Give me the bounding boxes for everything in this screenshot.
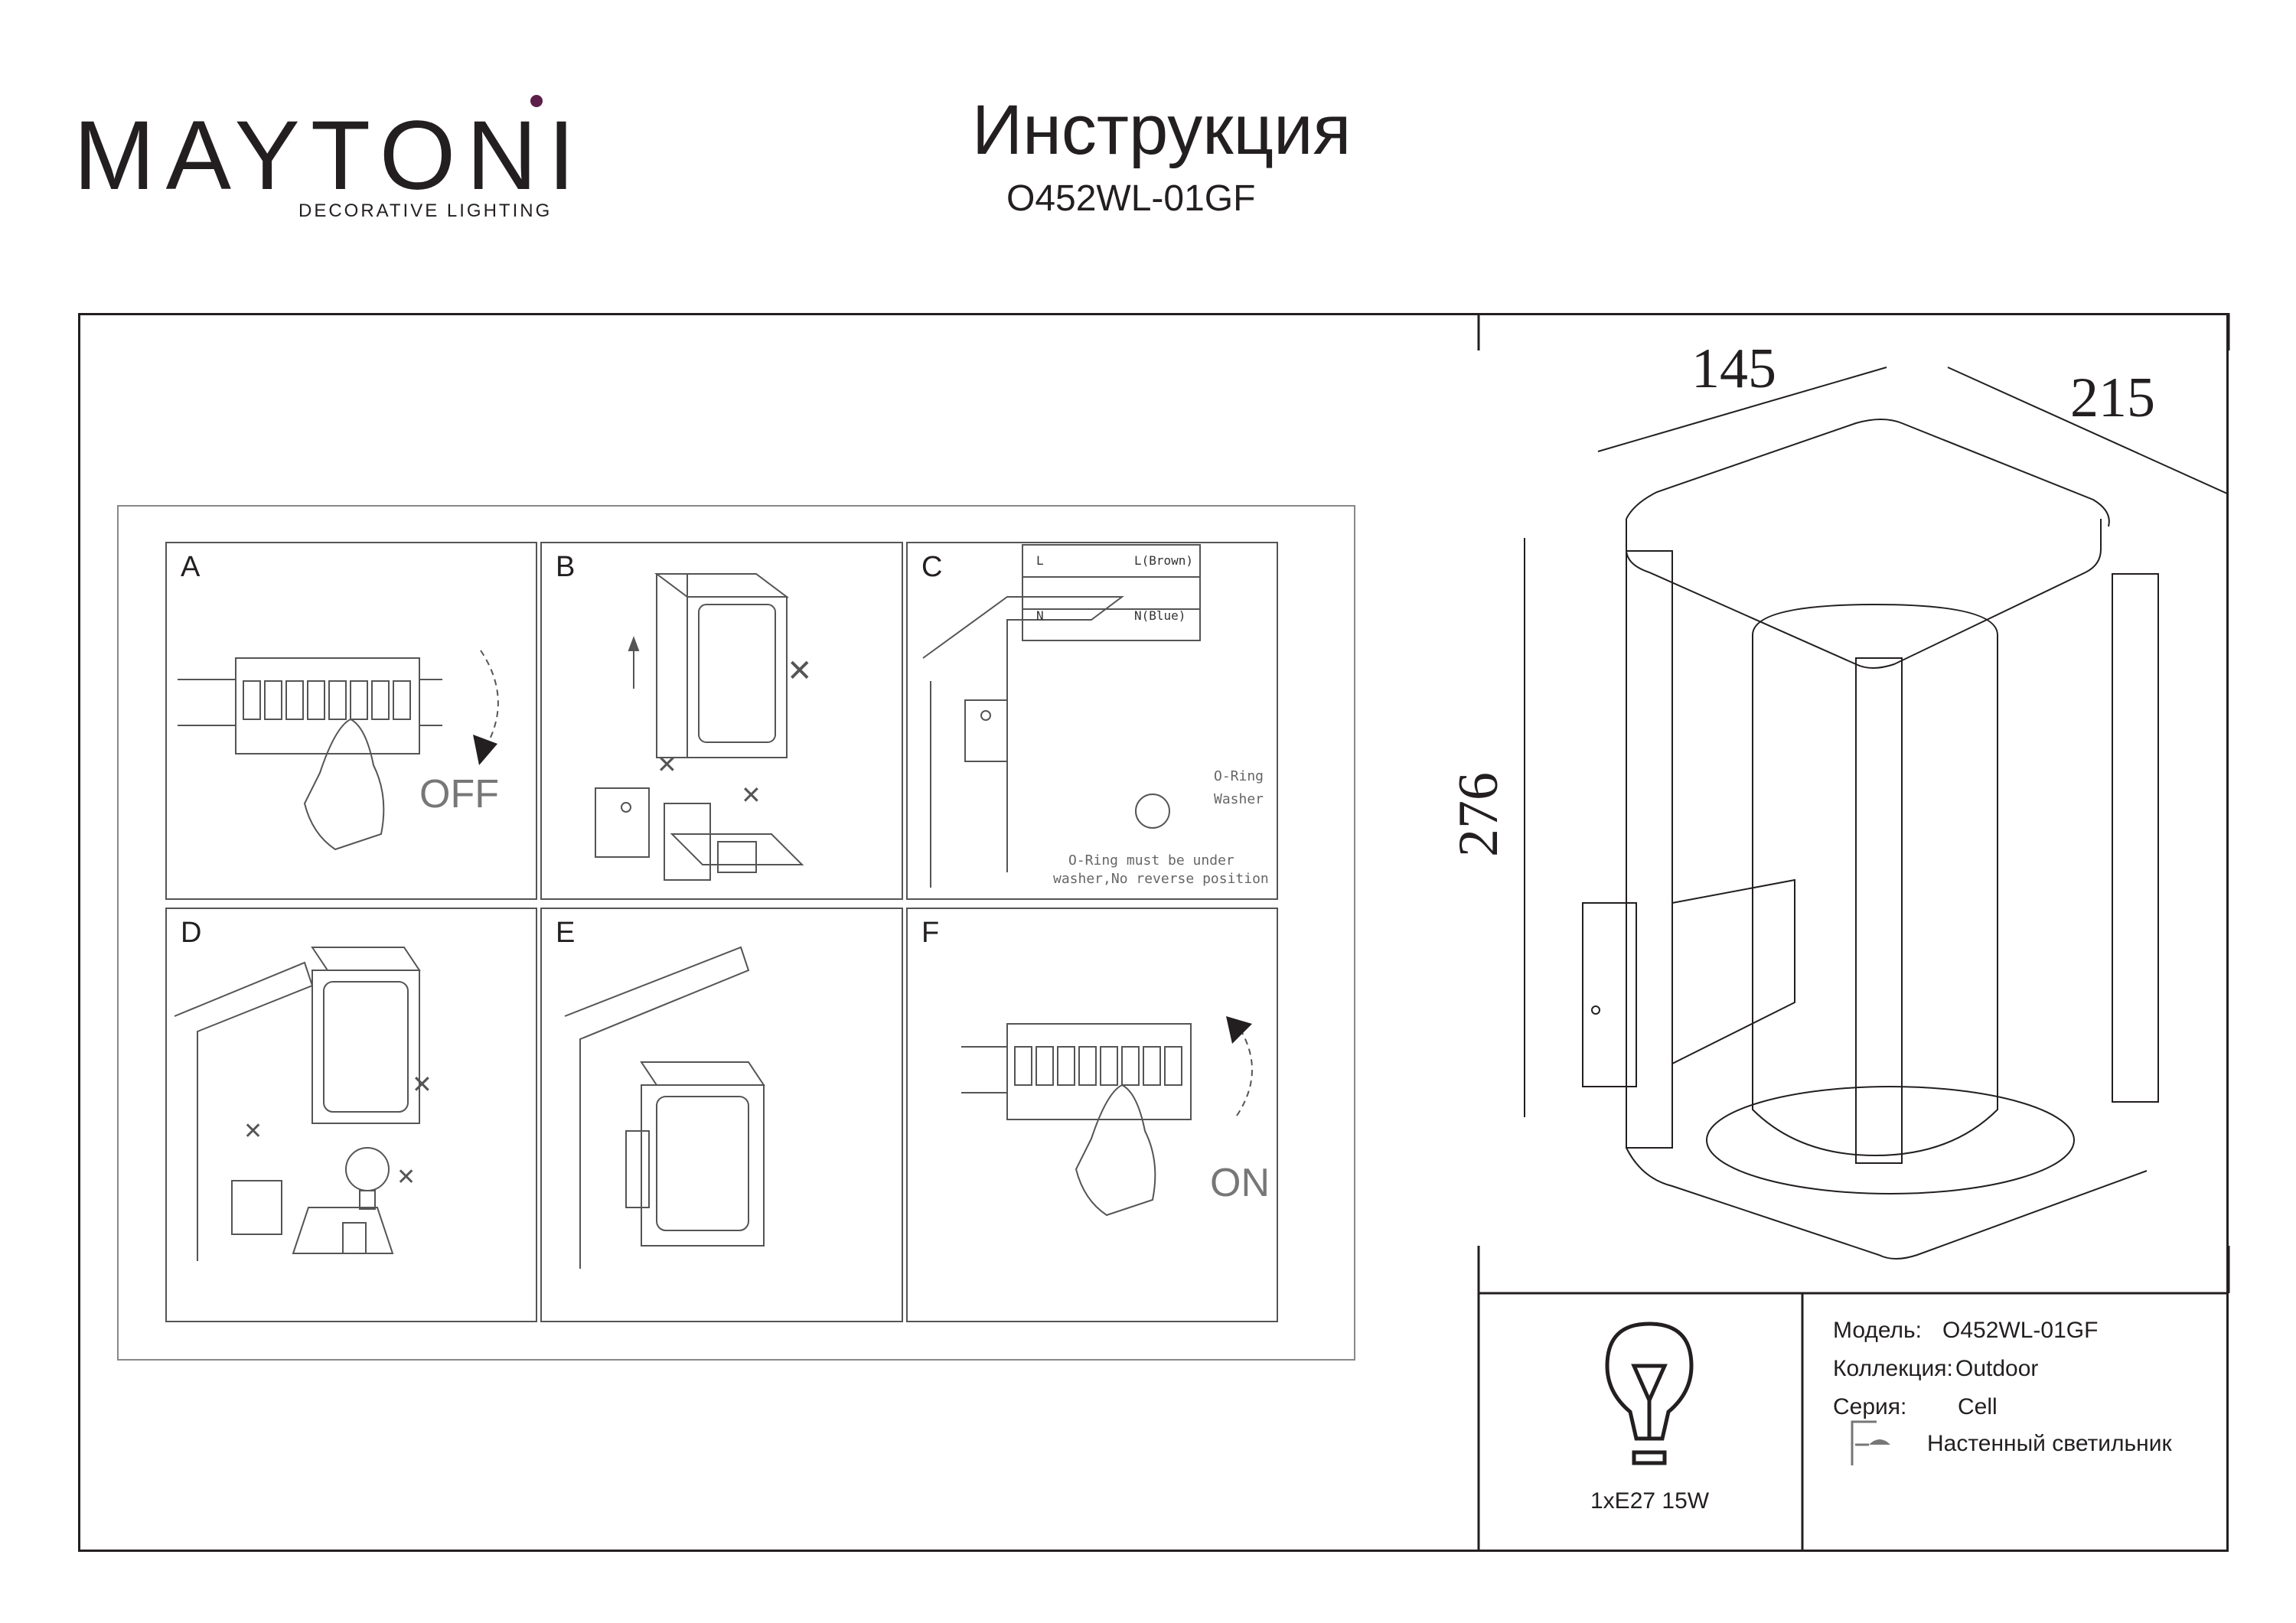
wiring-note-1: O-Ring must be under (1068, 852, 1234, 869)
screw-icon: ✕ (787, 654, 813, 688)
wiring-note-2: washer,No reverse position (1053, 871, 1269, 887)
on-label: ON (1210, 1161, 1270, 1205)
screw-icon: ✕ (741, 781, 762, 809)
step-letter: A (181, 551, 201, 583)
remove-cover-illustration: ✕ ✕ ✕ (595, 573, 813, 881)
step-panel-c: C L L(Brown) N N(Blue) O-Ring Washer O-R… (906, 542, 1278, 900)
model-label: Модель: (1833, 1318, 1923, 1343)
washer-label: Washer (1214, 791, 1264, 807)
breaker-on-illustration: ON (961, 1016, 1270, 1217)
step-panel-d: D ✕ ✕ ✕ (165, 908, 537, 1322)
off-label: OFF (419, 772, 499, 816)
wire-l-brown: L(Brown) (1134, 553, 1193, 568)
model-value: O452WL-01GF (1942, 1318, 2099, 1343)
dimension-width: 145 (1691, 337, 1776, 400)
series-value: Cell (1958, 1394, 1998, 1419)
step-letter: E (556, 917, 576, 949)
oring-label: O-Ring (1214, 768, 1264, 784)
type-label: Настенный светильник (1927, 1431, 2172, 1456)
wire-n-blue: N(Blue) (1134, 608, 1186, 623)
brand-tagline: DECORATIVE LIGHTING (298, 200, 553, 221)
step-letter: C (921, 551, 943, 583)
step-letter: D (181, 917, 202, 949)
bulb-spec: 1xE27 15W (1590, 1488, 1710, 1514)
screw-icon: ✕ (657, 751, 677, 778)
collection-label: Коллекция: (1833, 1356, 1953, 1381)
breaker-off-illustration: OFF (178, 650, 499, 851)
logo-accent-dot (530, 95, 543, 107)
brand-name: MAYTONI (73, 101, 586, 210)
step-panel-a: A OFF (165, 542, 537, 900)
steps-outer-box (117, 505, 1355, 1361)
mounted-lamp-illustration (564, 946, 765, 1269)
screw-icon: ✕ (243, 1119, 263, 1144)
instruction-frame (78, 313, 2229, 1552)
wiring-illustration: L L(Brown) N N(Blue) O-Ring Washer O-Rin… (922, 544, 1269, 888)
wall-lamp-icon (1851, 1420, 1890, 1465)
step-panel-b: B ✕ ✕ ✕ (540, 542, 903, 900)
lamp-technical-drawing (1524, 367, 2227, 1260)
screw-icon: ✕ (396, 1165, 416, 1190)
brand-logo: MAYTONI (73, 107, 585, 205)
step-letter: F (921, 917, 940, 949)
wire-n-label: N (1036, 608, 1044, 623)
step-letter: B (556, 551, 576, 583)
wire-l-label: L (1036, 553, 1044, 568)
bulb-icon (1605, 1322, 1694, 1465)
page-title: Инструкция (972, 91, 1352, 169)
model-number: O452WL-01GF (1006, 178, 1256, 219)
step-panel-e: E (540, 908, 903, 1322)
dimension-depth: 215 (2070, 367, 2155, 429)
series-label: Серия: (1833, 1394, 1907, 1419)
step-panel-f: F ON (906, 908, 1278, 1322)
install-bulb-illustration: ✕ ✕ ✕ (174, 947, 432, 1261)
collection-value: Outdoor (1955, 1356, 2039, 1381)
screw-icon: ✕ (412, 1071, 432, 1098)
